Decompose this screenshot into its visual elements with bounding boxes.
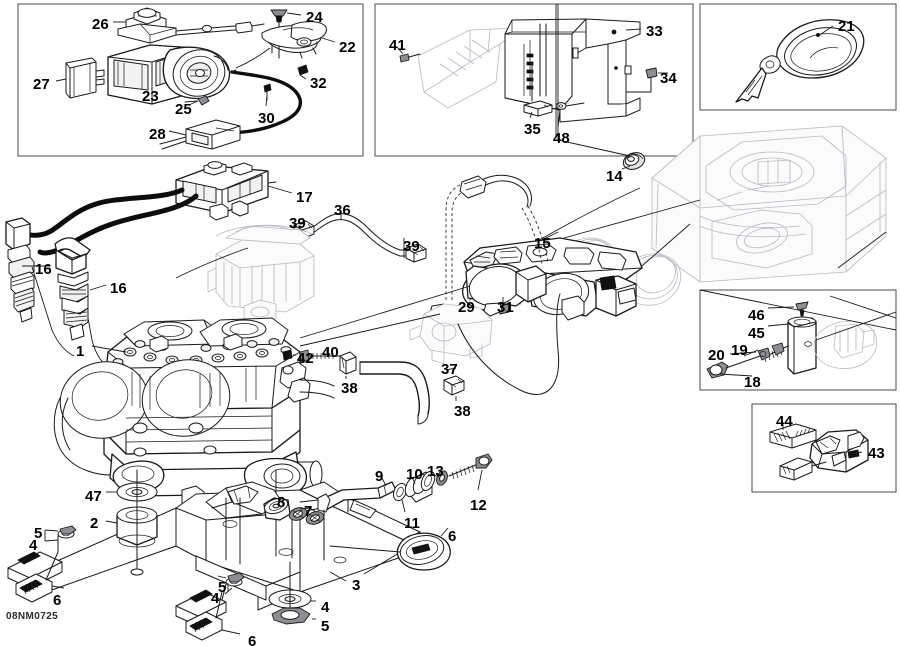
airbox-art: [499, 4, 887, 309]
callout-16: 16: [35, 261, 52, 278]
callout-17: 17: [296, 189, 313, 206]
callout-25: 25: [175, 101, 192, 118]
callout-31: 31: [497, 299, 514, 316]
callout-45: 45: [748, 325, 765, 342]
engine-mounts-art: [7, 469, 316, 641]
callout-28: 28: [149, 126, 166, 143]
callout-9: 9: [375, 468, 384, 485]
ignition-switch-assembly-art: [55, 7, 336, 150]
callout-37: 37: [441, 361, 458, 378]
sensor-panel-art: [699, 289, 897, 379]
callout-5: 5: [218, 579, 227, 596]
panel-borders: [17, 3, 897, 493]
callout-36: 36: [334, 202, 351, 219]
callout-12: 12: [470, 497, 487, 514]
callout-34: 34: [660, 70, 677, 87]
mount-bushings-art: [225, 469, 325, 565]
callout-2: 2: [90, 515, 99, 532]
callout-26: 26: [92, 16, 109, 33]
callout-3: 3: [352, 577, 361, 594]
callout-24: 24: [306, 9, 323, 26]
engine-block-art: [53, 285, 471, 535]
callout-27: 27: [33, 76, 50, 93]
callout-38: 38: [341, 380, 358, 397]
callout-35: 35: [524, 121, 541, 138]
callout-22: 22: [339, 39, 356, 56]
callout-8: 8: [277, 494, 286, 511]
callout-48: 48: [553, 130, 570, 147]
callout-15: 15: [534, 235, 551, 252]
callout-30: 30: [258, 110, 275, 127]
callout-42: 42: [297, 350, 314, 367]
callout-1: 1: [76, 343, 85, 360]
callout-47: 47: [85, 488, 102, 505]
callout-4: 4: [211, 590, 220, 607]
callout-19: 19: [731, 342, 748, 359]
callout-40: 40: [322, 344, 339, 361]
throttle-body-art: [409, 199, 701, 365]
callout-23: 23: [142, 88, 159, 105]
callout-43: 43: [868, 445, 885, 462]
callout-46: 46: [748, 307, 765, 324]
callout-6: 6: [53, 592, 62, 609]
construction-lines: [175, 4, 557, 279]
wiring-harness-art: [445, 174, 561, 395]
key-art: [735, 19, 865, 103]
faded-pump-art: [207, 224, 315, 325]
callout-11: 11: [404, 515, 420, 532]
callout-21: 21: [838, 18, 855, 35]
callout-20: 20: [708, 347, 725, 364]
callout-6: 6: [448, 528, 457, 545]
callout-32: 32: [310, 75, 327, 92]
callout-39: 39: [403, 238, 420, 255]
callout-41: 41: [389, 37, 406, 54]
callout-5: 5: [321, 618, 330, 635]
callout-13: 13: [427, 463, 444, 480]
coolant-hose-37-art: [282, 349, 465, 425]
support-bracket-art: [299, 453, 493, 571]
callout-29: 29: [458, 299, 475, 316]
callout-16: 16: [110, 280, 127, 297]
heat-shield-assembly-art: [396, 18, 668, 128]
callout-33: 33: [646, 23, 663, 40]
diagram-part-number: 08NM0725: [6, 611, 59, 622]
callout-6: 6: [248, 633, 257, 646]
engine-support-frame-art: [45, 481, 421, 611]
ignition-coil-art: [5, 161, 293, 371]
connector-panel-art: [769, 423, 869, 481]
callout-38: 38: [454, 403, 471, 420]
callout-10: 10: [406, 466, 423, 483]
callout-4: 4: [321, 599, 330, 616]
callout-44: 44: [776, 413, 793, 430]
callout-39: 39: [289, 215, 306, 232]
callout-4: 4: [29, 537, 38, 554]
callout-7: 7: [304, 503, 313, 520]
callout-5: 5: [34, 525, 43, 542]
callout-18: 18: [744, 374, 761, 391]
callout-14: 14: [606, 168, 623, 185]
